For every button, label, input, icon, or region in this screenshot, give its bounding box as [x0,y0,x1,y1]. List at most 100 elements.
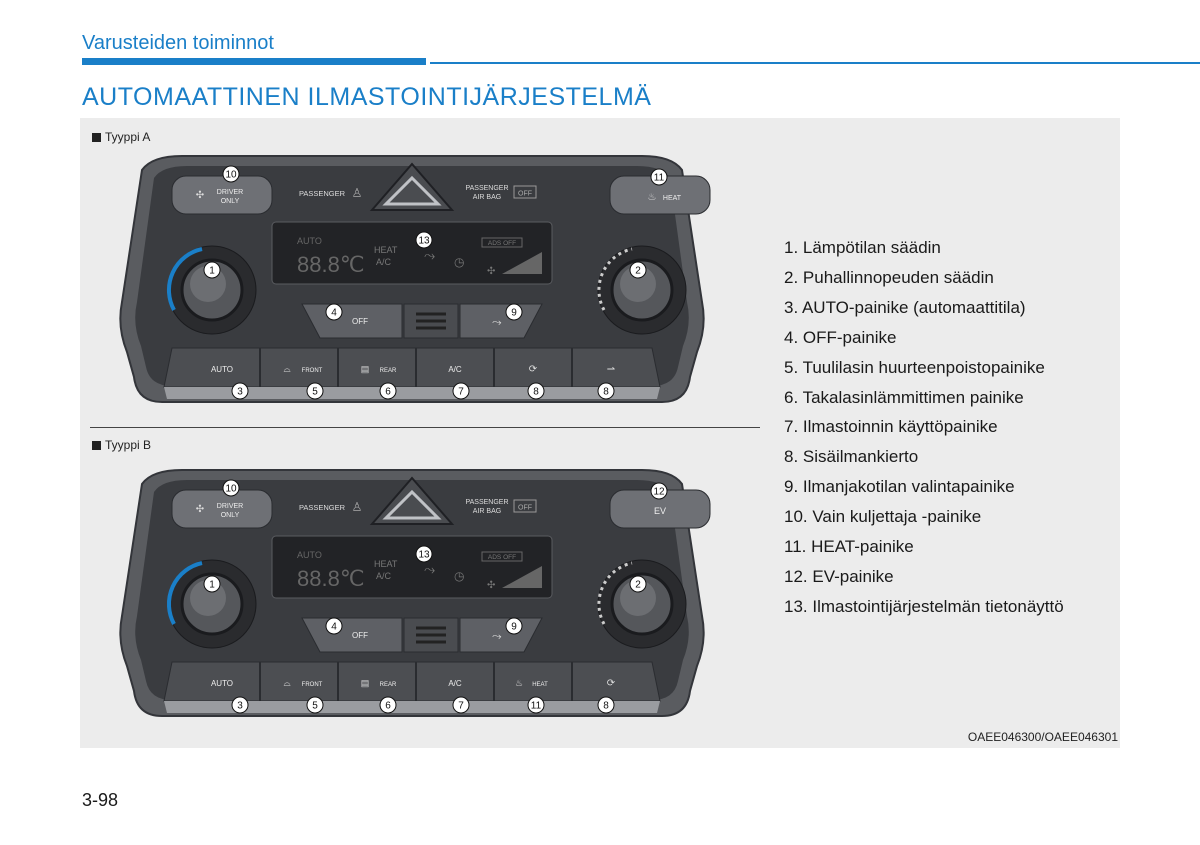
ac-button-label[interactable]: A/C [448,365,462,374]
rear-defrost-icon: ▤ [361,364,370,374]
off-label: OFF [352,317,368,326]
front-button-label[interactable]: FRONT [302,368,323,374]
legend-item: 4. OFF-painike [784,323,1064,353]
display-heat: HEAT [374,559,398,569]
rear-button-label[interactable]: REAR [380,682,397,688]
display-auto: AUTO [297,236,322,246]
legend-item: 3. AUTO-painike (automaattitila) [784,293,1064,323]
control-panel-type-b: ✣ DRIVER ONLY EV PASSENGER ♙ PASSENGER A… [112,466,712,726]
callout-bottom-6: 8 [603,387,609,398]
seat-heat-icon: ♨ [648,192,657,203]
fan-icon: ✣ [196,504,204,515]
rear-button-label[interactable]: REAR [380,368,397,374]
callout-bottom-2: 5 [312,701,318,712]
front-defrost-icon: ⌓ [283,678,290,688]
mode-icon: ⤳ [492,629,502,643]
callout-bottom-4: 7 [458,701,464,712]
type-b-text: Tyyppi B [105,438,151,452]
fan-icon: ✣ [196,190,204,201]
clock-icon: ◷ [454,569,464,583]
callout-11: 11 [654,173,665,184]
heat-button-label[interactable]: HEAT [532,682,548,688]
callout-9: 9 [511,308,517,319]
callout-9: 9 [511,622,517,633]
mode-icon: ⤳ [492,315,502,329]
figure-code: OAEE046300/OAEE046301 [968,730,1118,744]
page-title: AUTOMAATTINEN ILMASTOINTIJÄRJESTELMÄ [82,83,651,112]
ev-button-label: EV [654,506,666,516]
clock-icon: ◷ [454,255,464,269]
display-fan-icon: ✣ [487,266,495,277]
driver-only-line2: ONLY [221,512,240,519]
legend-item: 6. Takalasinlämmittimen painike [784,383,1064,413]
airbag-off-label: OFF [518,505,532,512]
callout-10: 10 [225,484,237,495]
callout-bottom-5: 11 [531,701,542,712]
legend-list: 1. Lämpötilan säädin 2. Puhallinnopeuden… [784,233,1064,622]
legend-item: 11. HEAT-painike [784,532,1064,562]
driver-only-line1: DRIVER [217,503,243,510]
legend-item: 2. Puhallinnopeuden säädin [784,263,1064,293]
callout-bottom-1: 3 [237,387,243,398]
type-divider [90,427,760,428]
recirculation-icon[interactable]: ⟳ [529,364,538,375]
callout-bottom-5: 8 [533,387,539,398]
display-fan-icon: ✣ [487,580,495,591]
bullet-square-icon [92,441,101,450]
display-ads-off: ADS OFF [488,554,516,561]
callout-bottom-2: 5 [312,387,318,398]
legend-item: 5. Tuulilasin huurteenpoistopainike [784,353,1064,383]
auto-button-label[interactable]: AUTO [211,679,233,688]
display-ads-off: ADS OFF [488,240,516,247]
bullet-square-icon [92,133,101,142]
display-ac: A/C [376,257,392,267]
fresh-air-icon[interactable]: ⇀ [607,364,615,375]
callout-1: 1 [209,580,215,591]
passenger-label: PASSENGER [299,189,346,198]
callout-bottom-6: 8 [603,701,609,712]
display-temp: 88.8℃ [297,252,365,277]
driver-only-line1: DRIVER [217,189,243,196]
page-number: 3-98 [82,790,118,811]
callout-13: 13 [418,236,430,247]
off-label: OFF [352,631,368,640]
callout-4: 4 [331,308,337,319]
recirculation-icon[interactable]: ⟳ [607,678,616,689]
airflow-icon: ⤳ [424,247,435,263]
front-button-label[interactable]: FRONT [302,682,323,688]
control-panel-type-a: ✣ DRIVER ONLY ♨ HEAT PASSENGER ♙ PASSENG… [112,152,712,412]
legend-item: 7. Ilmastoinnin käyttöpainike [784,412,1064,442]
legend-item: 9. Ilmanjakotilan valintapainike [784,472,1064,502]
legend-item: 10. Vain kuljettaja -painike [784,502,1064,532]
auto-button-label[interactable]: AUTO [211,365,233,374]
callout-10: 10 [225,170,237,181]
callout-bottom-3: 6 [385,387,391,398]
legend-item: 8. Sisäilmankierto [784,442,1064,472]
callout-2: 2 [635,266,641,277]
section-title: Varusteiden toiminnot [82,32,274,55]
driver-only-line2: ONLY [221,198,240,205]
header-rule-thick [82,58,426,65]
figure: Tyyppi A ✣ DRIVER ONLY ♨ HEAT PASSENGER … [80,118,1120,748]
display-temp: 88.8℃ [297,566,365,591]
callout-bottom-4: 7 [458,387,464,398]
callout-bottom-1: 3 [237,701,243,712]
legend-item: 12. EV-painike [784,562,1064,592]
seat-belt-icon: ♙ [352,500,363,514]
airbag-off-label: OFF [518,191,532,198]
passenger-airbag-line1: PASSENGER [465,185,508,192]
rear-defrost-icon: ▤ [361,678,370,688]
callout-12: 12 [653,487,665,498]
seat-heat-icon: ♨ [515,678,523,688]
ac-button-label[interactable]: A/C [448,679,462,688]
airflow-icon: ⤳ [424,561,435,577]
heat-button-label: HEAT [663,195,682,202]
display-heat: HEAT [374,245,398,255]
callout-13: 13 [418,550,430,561]
passenger-label: PASSENGER [299,503,346,512]
display-ac: A/C [376,571,392,581]
callout-4: 4 [331,622,337,633]
callout-bottom-3: 6 [385,701,391,712]
callout-1: 1 [209,266,215,277]
display-auto: AUTO [297,550,322,560]
